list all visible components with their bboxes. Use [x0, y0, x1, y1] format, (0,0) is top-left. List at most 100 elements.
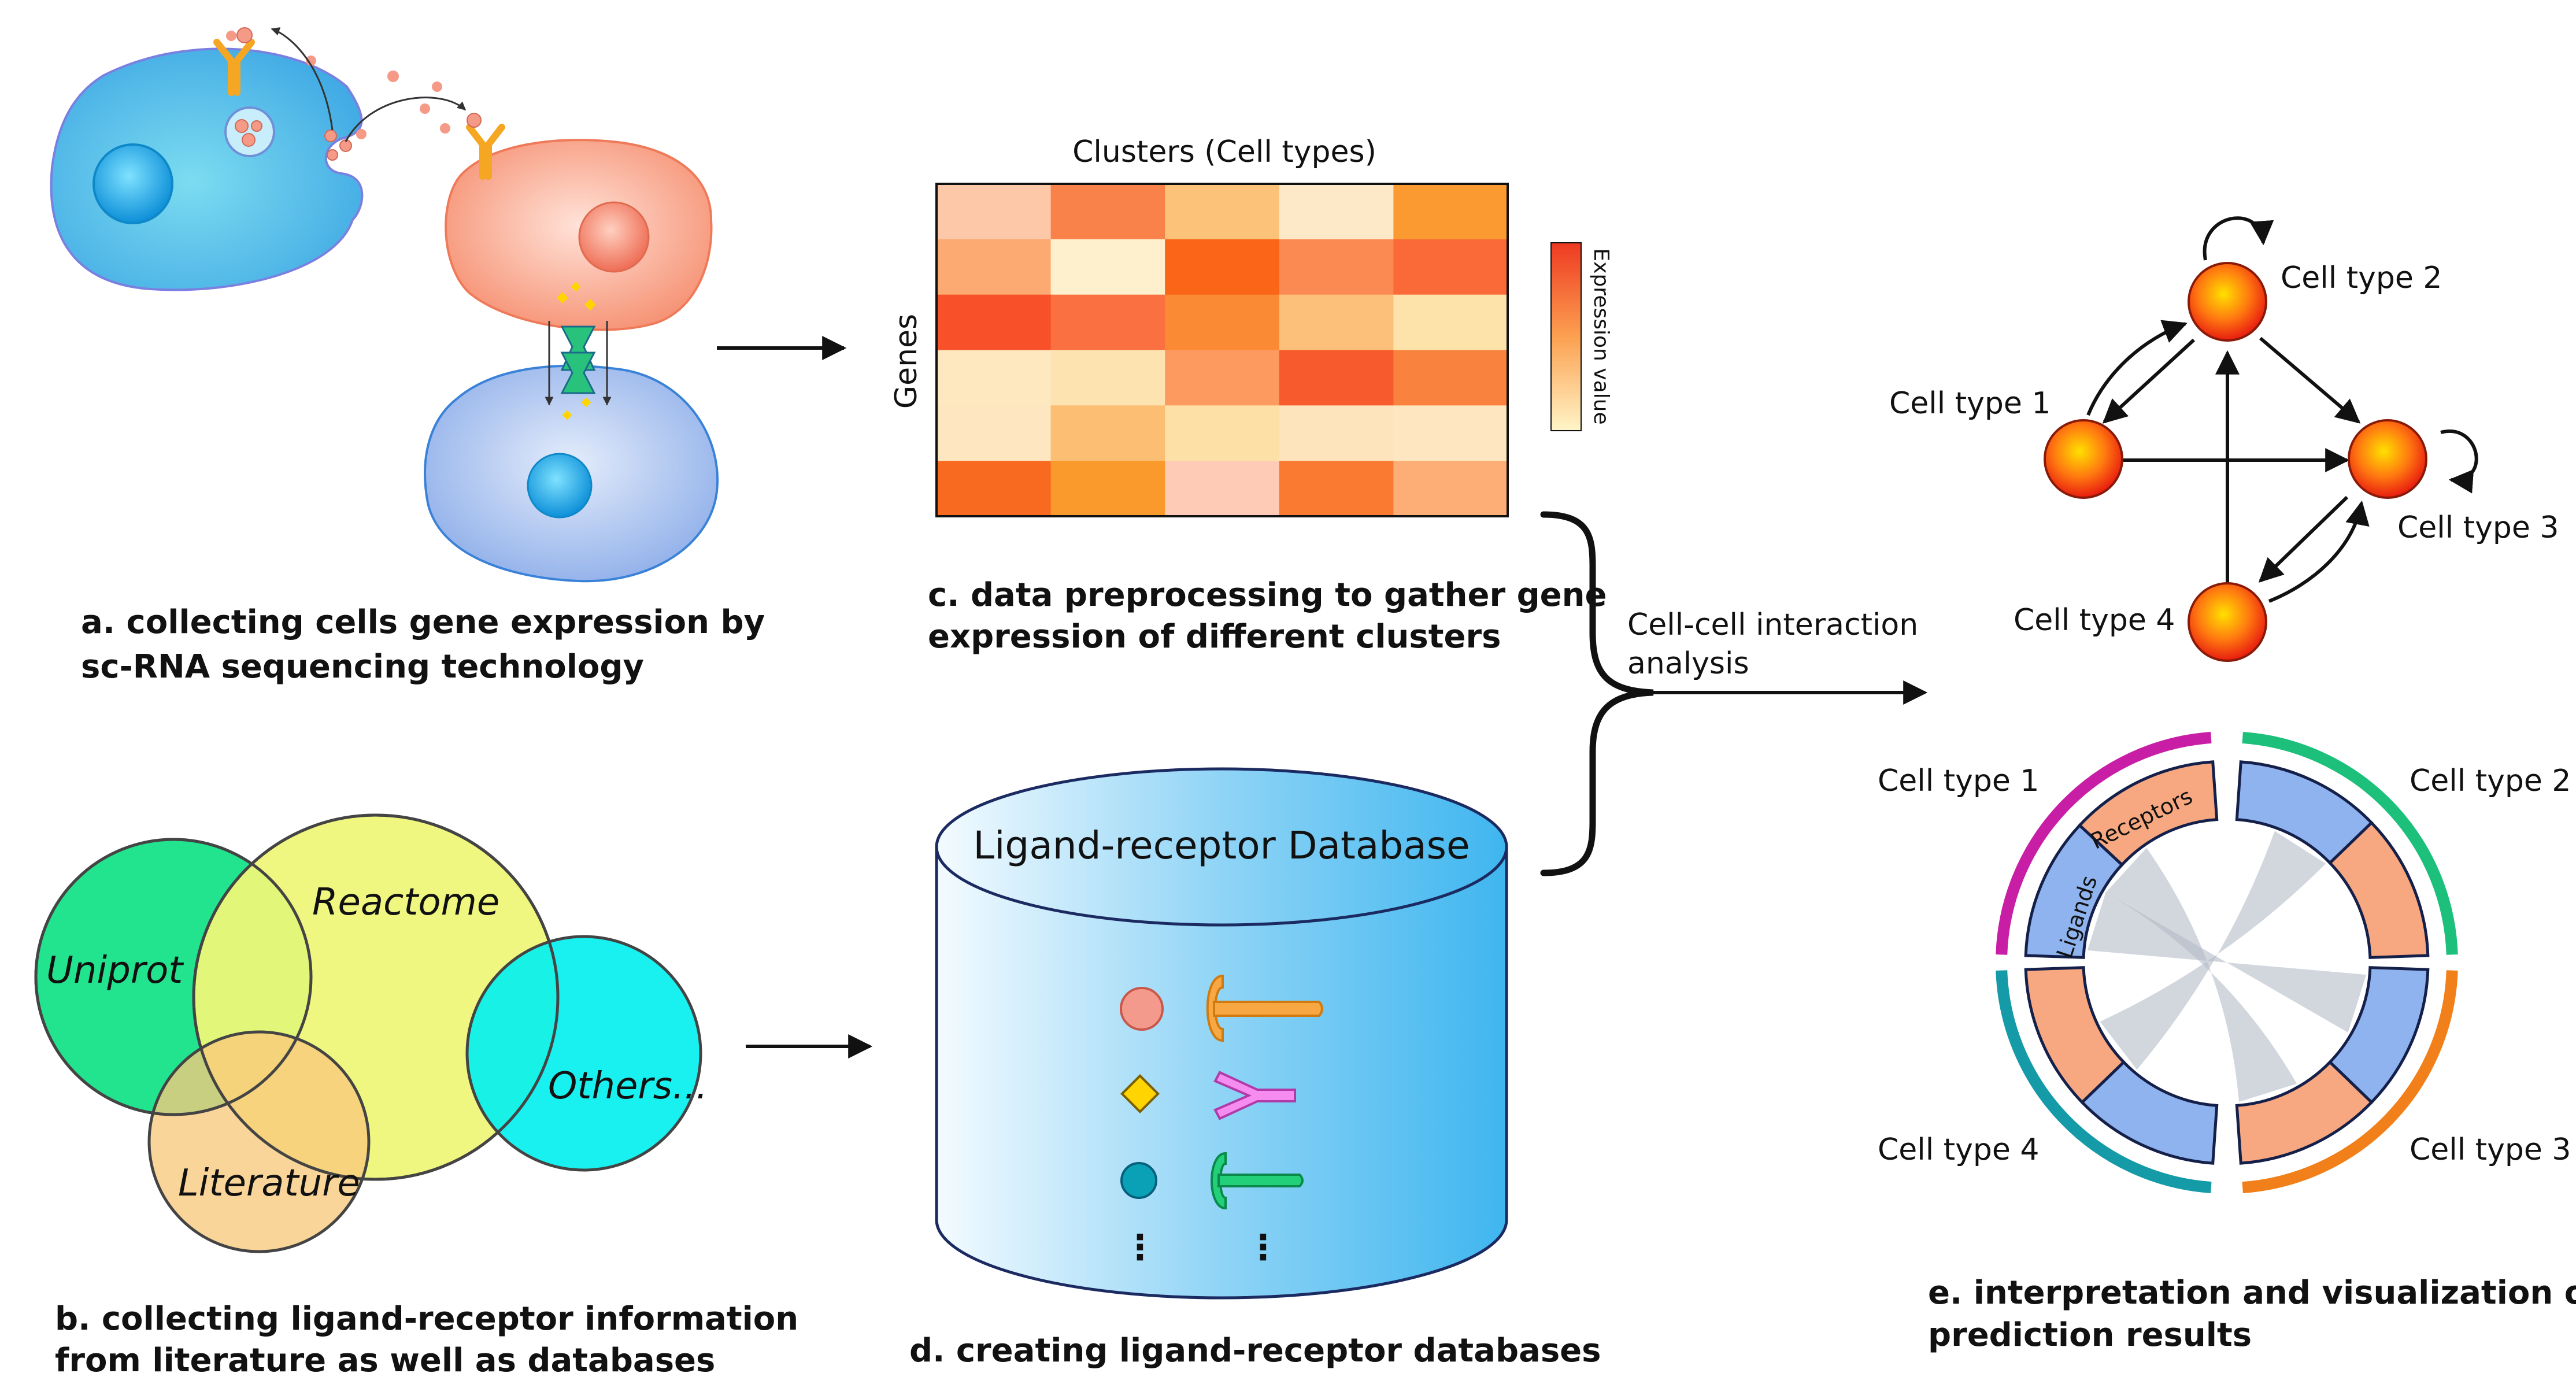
channel-icon: [545, 282, 612, 420]
caption-c-line1: c. data preprocessing to gather gene: [928, 576, 1607, 614]
heatmap-cell: [937, 239, 1052, 295]
brace: Cell-cell interaction analysis: [1540, 511, 1928, 876]
receptor-y-icon: [1211, 1152, 1304, 1210]
caption-a-line1: a. collecting cells gene expression by: [81, 604, 765, 641]
heatmap-cell: [1165, 350, 1280, 406]
network-label-2: Cell type 2: [2281, 261, 2442, 295]
chord-ring: [1996, 731, 2458, 1194]
literature-circle: [147, 1030, 371, 1253]
heatmap-cell: [1165, 405, 1280, 461]
receptor-y-icon: [1206, 974, 1323, 1042]
heatmap-cell: [1393, 294, 1508, 350]
heatmap-cell: [1050, 239, 1165, 295]
heatmap-cell: [1165, 184, 1280, 240]
network-node-2: [2188, 262, 2267, 342]
colorbar-label: Expression value: [1589, 248, 1613, 424]
ligand-diamond-icon: [1120, 1074, 1160, 1113]
network-node-3: [2348, 419, 2427, 499]
heatmap-cell: [1393, 184, 1508, 240]
heatmap-cell: [937, 461, 1052, 517]
more-items-right: ⋮: [1246, 1227, 1280, 1268]
network-panel: Cell type 1 Cell type 2 Cell type 3 Cell…: [1889, 216, 2559, 662]
heatmap-cell: [1279, 239, 1394, 295]
heatmap-cell: [937, 184, 1052, 240]
venn-label-reactome: Reactome: [312, 881, 499, 924]
network-node-4: [2188, 582, 2267, 662]
chord-segment: [2235, 1060, 2374, 1165]
chord-label-2: Cell type 2: [2410, 764, 2571, 798]
chord-link: [2105, 847, 2297, 1102]
caption-b-line2: from literature as well as databases: [55, 1342, 715, 1379]
network-label-3: Cell type 3: [2397, 510, 2559, 545]
cyan-cell-nucleus: [92, 143, 173, 224]
heatmap-title: Clusters (Cell types): [1072, 135, 1376, 169]
heatmap-cell: [1050, 184, 1165, 240]
heatmap-cell: [937, 294, 1052, 350]
heatmap-cell: [1393, 239, 1508, 295]
heatmap-cell: [1279, 184, 1394, 240]
caption-b-line1: b. collecting ligand-receptor informatio…: [55, 1300, 798, 1338]
others-circle: [465, 935, 702, 1172]
venn-label-literature: Literature: [178, 1162, 360, 1205]
venn-label-others: Others...: [548, 1065, 708, 1108]
database-cylinder: Ligand-receptor Database ⋮ ⋮: [935, 767, 1508, 1300]
heatmap-cell: [1279, 461, 1394, 517]
heatmap-cell: [1050, 294, 1165, 350]
heatmap-cell: [1393, 461, 1508, 517]
network-node-1: [2044, 419, 2123, 499]
receptor-y-icon: [1213, 1071, 1296, 1120]
caption-e-line2: prediction results: [1928, 1316, 2252, 1354]
venn-label-uniprot: Uniprot: [46, 949, 184, 992]
ligand-small-circle-icon: [1120, 1162, 1157, 1199]
heatmap-cell: [1279, 294, 1394, 350]
ligand-circle-icon: [1120, 987, 1164, 1031]
chord-segment: [2024, 966, 2126, 1105]
caption-d: d. creating ligand-receptor databases: [909, 1332, 1601, 1370]
caption-c-line2: expression of different clusters: [928, 618, 1501, 656]
colorbar: [1550, 242, 1582, 431]
network-label-1: Cell type 1: [1889, 386, 2051, 421]
heatmap-cell: [937, 405, 1052, 461]
brace-label-line2: analysis: [1627, 646, 1749, 681]
receptor-y-icon: [466, 113, 505, 180]
panel-a-cells: [50, 27, 719, 583]
chord-outer-arc: [1996, 731, 2212, 955]
chord-outer-arc: [2242, 970, 2458, 1194]
red-cell-nucleus: [578, 201, 650, 273]
heatmap-cell: [937, 350, 1052, 406]
heatmap-cell: [1165, 461, 1280, 517]
heatmap-grid: [937, 184, 1508, 517]
chord-panel: Ligands Receptors Cell type 1 Cell type …: [1878, 731, 2571, 1194]
brace-label-line1: Cell-cell interaction: [1627, 608, 1918, 642]
receptor-y-icon: [213, 27, 255, 96]
venn-panel: Uniprot Reactome Literature Others...: [34, 813, 708, 1253]
chord-outer-arc: [2242, 731, 2458, 955]
more-items-left: ⋮: [1123, 1227, 1157, 1268]
heatmap-cell: [1050, 350, 1165, 406]
chord-link: [2100, 831, 2326, 1070]
heatmap-ylabel: Genes: [889, 314, 924, 409]
chord-segment: [2327, 820, 2430, 959]
heatmap-cell: [1279, 405, 1394, 461]
database-title: Ligand-receptor Database: [973, 823, 1470, 868]
caption-a-line2: sc-RNA sequencing technology: [81, 648, 644, 686]
heatmap-cell: [1165, 239, 1280, 295]
heatmap-cell: [1393, 405, 1508, 461]
chord-link: [2087, 893, 2367, 1032]
heatmap-cell: [1165, 294, 1280, 350]
blue-cell-nucleus: [527, 453, 593, 519]
network-label-4: Cell type 4: [2014, 603, 2175, 638]
heatmap-cell: [1279, 350, 1394, 406]
cyan-cell: [50, 47, 364, 291]
heatmap-cell: [1050, 461, 1165, 517]
chord-outer-arc: [1996, 970, 2212, 1194]
heatmap-panel: Clusters (Cell types) Genes Expression v…: [889, 135, 1613, 517]
chord-label-3: Cell type 3: [2410, 1132, 2571, 1167]
chord-label-4: Cell type 4: [1878, 1132, 2040, 1167]
heatmap-cell: [1050, 405, 1165, 461]
caption-e-line1: e. interpretation and visualization of: [1928, 1274, 2576, 1312]
chord-segment: [2077, 760, 2219, 867]
chord-label-1: Cell type 1: [1878, 764, 2040, 798]
vesicle: [224, 106, 275, 157]
